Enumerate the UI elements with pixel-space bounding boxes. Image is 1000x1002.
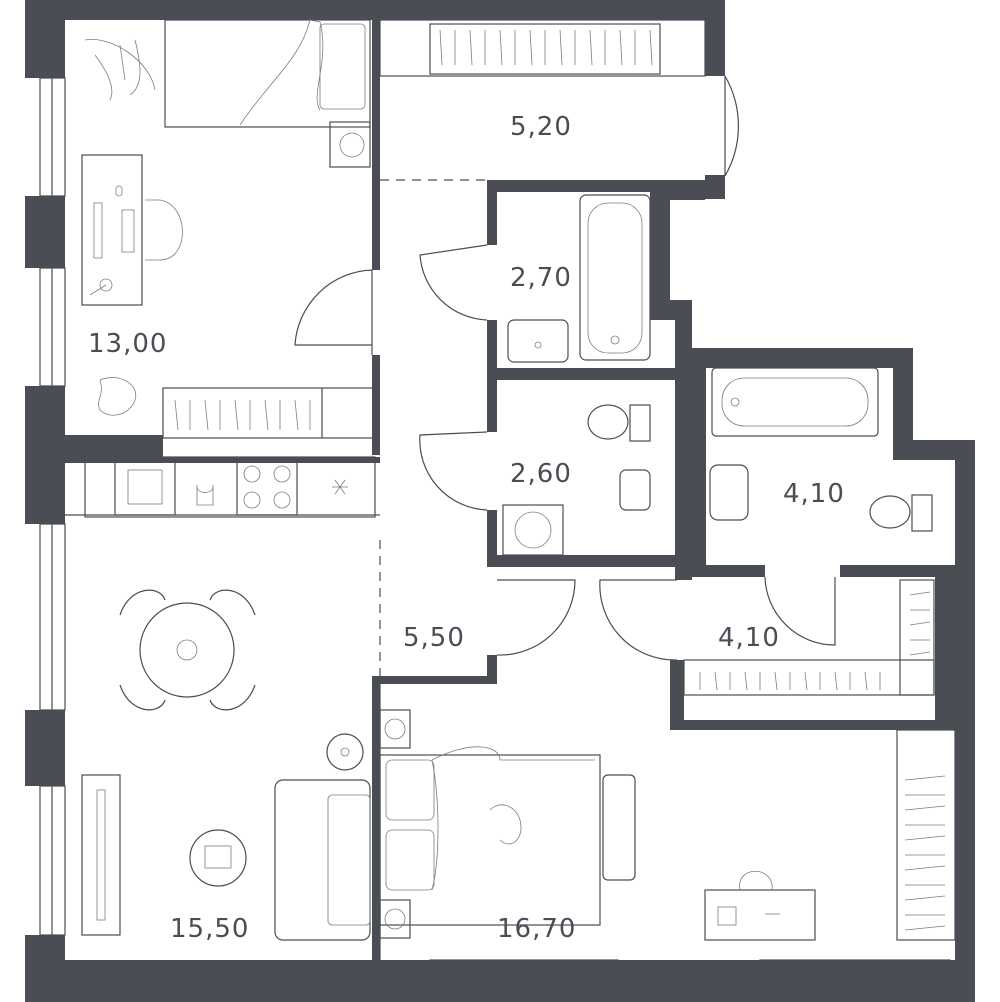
walls <box>25 0 975 1002</box>
area-label-bathroom-3: 4,10 <box>783 479 845 509</box>
area-label-hallway-lower: 5,50 <box>403 623 465 653</box>
windows <box>39 19 951 985</box>
area-label-hallway-top: 5,20 <box>510 112 572 142</box>
area-label-bedroom-1: 13,00 <box>88 329 167 359</box>
area-labels: 13,00 5,20 2,70 2,60 4,10 5,50 4,10 15,5… <box>88 112 845 944</box>
furniture <box>81 19 956 941</box>
area-label-bedroom-2: 16,70 <box>497 914 576 944</box>
area-label-kitchen-living: 15,50 <box>170 914 249 944</box>
area-label-dressing-room: 4,10 <box>718 623 780 653</box>
area-label-bathroom-2: 2,60 <box>510 459 572 489</box>
area-label-bathroom-1: 2,70 <box>510 263 572 293</box>
